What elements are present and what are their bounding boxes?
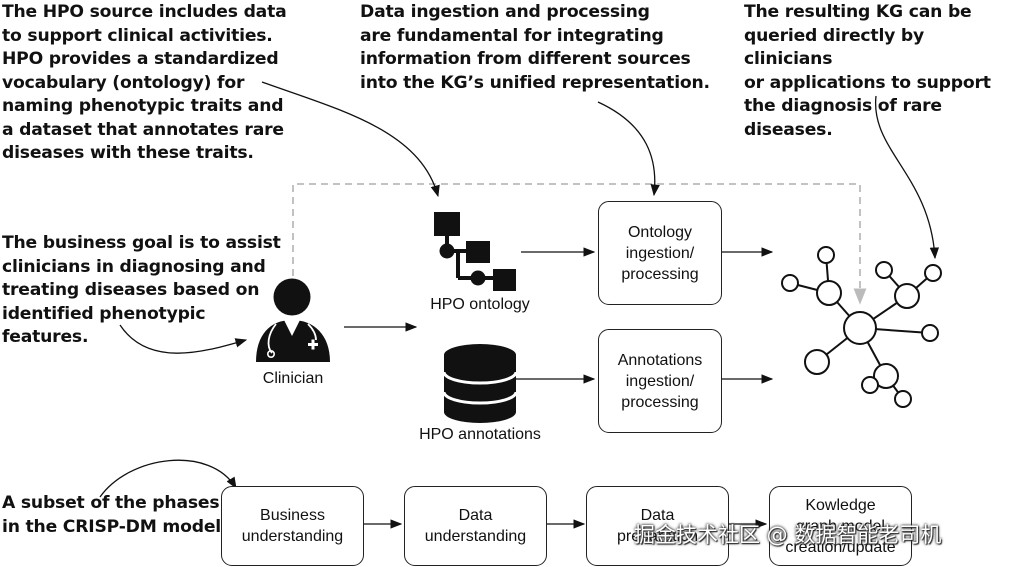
annotation-kg-result: The resulting KG can be queried directly… bbox=[744, 2, 991, 140]
annotations-processing-label: Annotations ingestion/ processing bbox=[617, 351, 703, 411]
database-icon bbox=[442, 344, 518, 423]
phase-kg-model-creation: Kowledge graph model creation/update bbox=[769, 486, 912, 566]
phase-business-understanding: Business understanding bbox=[221, 486, 364, 566]
ontology-processing-label: Ontology ingestion/ processing bbox=[621, 223, 699, 283]
annotation-crisp-dm: A subset of the phases in the CRISP-DM m… bbox=[2, 493, 221, 537]
annotation-hpo-source: The HPO source includes data to support … bbox=[2, 2, 287, 163]
dashed-query-path bbox=[292, 183, 867, 305]
callout-crisp-dm bbox=[99, 459, 237, 498]
doctor-icon bbox=[256, 278, 330, 362]
phase-data-understanding: Data understanding bbox=[404, 486, 547, 566]
phase-label: Data preparation bbox=[617, 507, 698, 545]
hpo-ontology-label: HPO ontology bbox=[430, 296, 530, 313]
phase-label: Business understanding bbox=[241, 507, 344, 545]
annotation-data-ingestion: Data ingestion and processing are fundam… bbox=[360, 2, 710, 93]
hierarchy-icon bbox=[434, 212, 516, 291]
ontology-processing-box: Ontology ingestion/ processing bbox=[598, 201, 722, 305]
callout-hpo-source bbox=[261, 81, 440, 198]
phase-label: Data understanding bbox=[424, 507, 527, 545]
clinician-label: Clinician bbox=[262, 370, 324, 387]
hpo-annotations-label: HPO annotations bbox=[419, 426, 541, 443]
phase-data-preparation: Data preparation bbox=[586, 486, 729, 566]
callout-ingestion bbox=[597, 101, 660, 197]
callout-kg bbox=[874, 95, 940, 260]
phase-label: Kowledge graph model creation/update bbox=[785, 497, 896, 556]
knowledge-graph-icon bbox=[781, 246, 942, 408]
callout-business-goal bbox=[119, 324, 248, 354]
annotations-processing-box: Annotations ingestion/ processing bbox=[598, 329, 722, 433]
annotation-business-goal: The business goal is to assist clinician… bbox=[2, 233, 281, 347]
watermark-text: 掘金技术社区 @ 数据智能老司机 bbox=[634, 523, 942, 547]
